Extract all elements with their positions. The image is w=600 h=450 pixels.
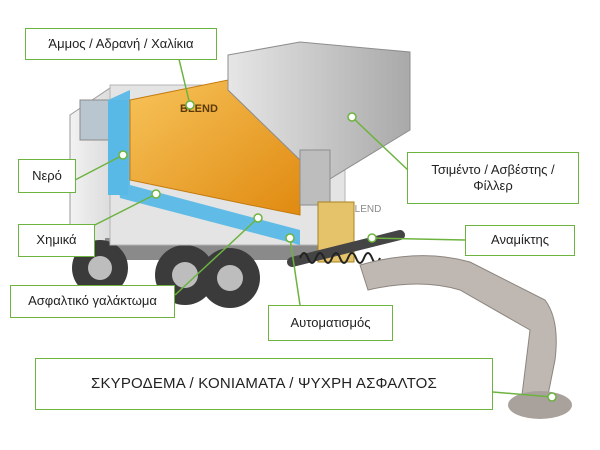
leader-dots [118, 100, 557, 402]
auger [287, 230, 405, 267]
callout-emulsion: Ασφαλτικό γαλάκτωμα [10, 285, 175, 318]
label-aggregates: Άμμος / Αδρανή / Χαλίκια [48, 35, 194, 51]
cement-hopper-chute [299, 149, 331, 206]
water-tank-front [108, 100, 128, 195]
callout-cement: Τσιμέντο / Ασβέστης / Φίλλερ [407, 152, 579, 204]
rear-wheel-2-hub [217, 265, 243, 291]
callout-aggregates: Άμμος / Αδρανή / Χαλίκια [25, 28, 217, 60]
hopper-brand-text: BLEND [348, 204, 381, 215]
truck-windshield [79, 99, 111, 141]
water-tank [108, 90, 300, 245]
material-pile [508, 391, 572, 419]
cement-hopper [227, 41, 411, 186]
rear-wheel-1-hub [172, 262, 198, 288]
label-automation: Αυτοματισμός [290, 314, 371, 330]
label-cement-line2: Φίλλερ [473, 178, 513, 193]
callout-chemicals: Χημικά [18, 224, 95, 257]
conveyor-chute [359, 255, 557, 396]
callout-output: ΣΚΥΡΟΔΕΜΑ / ΚΟΝΙΑΜΑΤΑ / ΨΥΧΡΗ ΑΣΦΑΛΤΟΣ [35, 358, 493, 410]
callout-water: Νερό [18, 159, 76, 193]
front-wheel-hub [88, 256, 112, 280]
label-chemicals: Χημικά [36, 232, 77, 248]
label-cement-line1: Τσιμέντο / Ασβέστης / [431, 161, 555, 177]
callout-automation: Αυτοματισμός [268, 305, 393, 341]
label-emulsion: Ασφαλτικό γαλάκτωμα [28, 293, 157, 309]
label-output: ΣΚΥΡΟΔΕΜΑ / ΚΟΝΙΑΜΑΤΑ / ΨΥΧΡΗ ΑΣΦΑΛΤΟΣ [90, 374, 438, 392]
label-water: Νερό [32, 167, 62, 183]
callout-mixer: Αναμίκτης [465, 225, 575, 256]
label-mixer: Αναμίκτης [491, 232, 549, 248]
